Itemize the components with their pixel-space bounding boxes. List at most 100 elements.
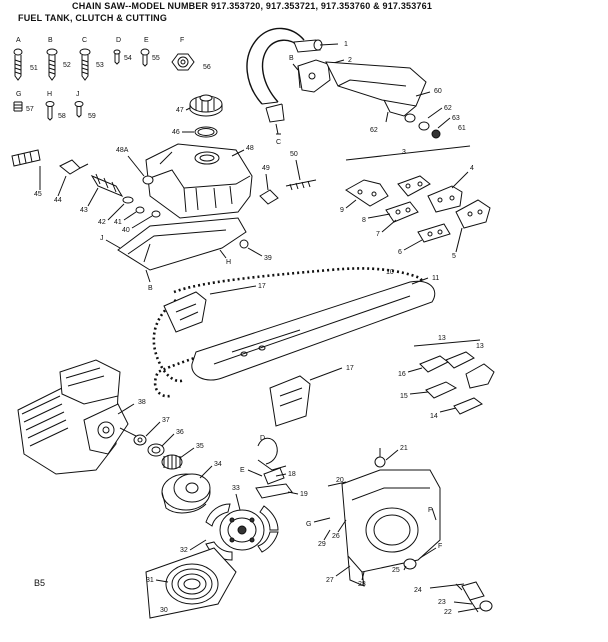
clutch-cover: 21 F 26 G 29 27 28 25 F xyxy=(306,445,442,588)
part-20-label: 20 xyxy=(336,477,344,484)
part-55-label: 55 xyxy=(152,55,160,62)
chain-adjuster: 24 23 22 xyxy=(414,581,493,616)
part-36-label: 36 xyxy=(176,429,184,436)
diagram-title: CHAIN SAW--MODEL NUMBER 917.353720, 917.… xyxy=(72,1,433,11)
brake-linkage: D E 18 19 20 xyxy=(240,435,347,499)
part-18-label: 18 xyxy=(288,471,296,478)
screw-j-icon xyxy=(74,101,84,118)
engine-block: 38 xyxy=(17,359,146,475)
part-13-label: 13 xyxy=(438,335,446,342)
part-23-label: 23 xyxy=(438,599,446,606)
part-1-label: 1 xyxy=(344,41,348,48)
fuel-cap-group: 47 46 xyxy=(172,94,223,138)
hw-letter-a: A xyxy=(16,37,21,44)
hw-letter-h: H xyxy=(47,91,52,98)
brake-ref-d: D xyxy=(260,435,265,442)
screw-a-icon xyxy=(13,48,23,81)
part-39-label: 39 xyxy=(264,255,272,262)
part-14-label: 14 xyxy=(430,413,438,420)
hardware-small-row: G H J 57 58 59 xyxy=(13,91,96,121)
part-49-label: 49 xyxy=(262,165,270,172)
part-28-label: 28 xyxy=(358,581,366,588)
part-51-label: 51 xyxy=(30,65,38,72)
part-54-label: 54 xyxy=(124,55,132,62)
hw-letter-j: J xyxy=(76,91,80,98)
screw-b-icon xyxy=(46,48,58,81)
part-22-label: 22 xyxy=(444,609,452,616)
part-52-label: 52 xyxy=(63,62,71,69)
part-48-label: 48 xyxy=(246,145,254,152)
part-19-label: 19 xyxy=(300,491,308,498)
cover-ref-g: G xyxy=(306,521,311,528)
part-35-label: 35 xyxy=(196,443,204,450)
part-61-label: 61 xyxy=(458,125,466,132)
cover-ref-f2: F xyxy=(438,543,442,550)
part-3-label: 3 xyxy=(402,149,406,156)
part-33-label: 33 xyxy=(232,485,240,492)
part-5-label: 5 xyxy=(452,253,456,260)
part-41-label: 41 xyxy=(114,219,122,226)
tank-ref-j: J xyxy=(100,235,104,242)
fuel-line-group: 45 44 43 42 41 40 xyxy=(11,149,161,234)
page-code: B5 xyxy=(34,578,46,588)
chain-parts-group-3: 3 4 9 8 7 6 5 xyxy=(340,145,491,260)
part-29-label: 29 xyxy=(318,541,326,548)
part-40-label: 40 xyxy=(122,227,130,234)
nut-f-icon xyxy=(171,53,195,71)
screw-h-icon xyxy=(45,101,55,121)
tank-ref-h: H xyxy=(226,259,231,266)
part-45-label: 45 xyxy=(34,191,42,198)
part-32-label: 32 xyxy=(180,547,188,554)
part-57-label: 57 xyxy=(26,106,34,113)
part-47-label: 47 xyxy=(176,107,184,114)
tank-ref-b: B xyxy=(148,285,153,292)
part-63-label: 63 xyxy=(452,115,460,122)
part-62-label: 62 xyxy=(370,127,378,134)
part-43-label: 43 xyxy=(80,207,88,214)
screw-c-icon xyxy=(79,48,91,81)
hardware-screws-row: A B C D E F 51 52 53 xyxy=(13,37,211,81)
hw-letter-e: E xyxy=(144,37,149,44)
part-17a-label: 17 xyxy=(258,283,266,290)
chain-links-group-13: 13 13 16 15 14 xyxy=(398,335,495,420)
hw-letter-b: B xyxy=(48,37,53,44)
front-handle-assembly: 1 C 2 B 60 62 62 63 61 xyxy=(246,27,466,146)
part-42-label: 42 xyxy=(98,219,106,226)
screw-e-icon xyxy=(140,48,150,67)
part-31-label: 31 xyxy=(146,577,154,584)
part-50-label: 50 xyxy=(290,151,298,158)
handle-ref-c: C xyxy=(276,139,281,146)
brake-ref-e: E xyxy=(240,467,245,474)
cover-ref-f: F xyxy=(428,507,432,514)
guide-bar-and-chain: 10 11 17 17 xyxy=(152,267,439,427)
spring-g-icon xyxy=(13,101,23,112)
part-59-label: 59 xyxy=(88,113,96,120)
handle-ref-b: B xyxy=(289,55,294,62)
part-46-label: 46 xyxy=(172,129,180,136)
part-53-label: 53 xyxy=(96,62,104,69)
part-38-label: 38 xyxy=(138,399,146,406)
part-21-label: 21 xyxy=(400,445,408,452)
part-56-label: 56 xyxy=(203,64,211,71)
hw-letter-d: D xyxy=(116,37,121,44)
clutch-assembly: 37 36 35 34 xyxy=(133,417,222,514)
part-44-label: 44 xyxy=(54,197,62,204)
fuel-tank-group: 48 48A J H B 39 xyxy=(100,143,272,292)
part-11-label: 11 xyxy=(432,275,439,282)
recoil-spring-plate: 31 30 xyxy=(145,547,237,619)
tank-hardware-49-50: 49 50 xyxy=(259,151,317,205)
part-48a-label: 48A xyxy=(116,147,129,154)
part-10-label: 10 xyxy=(386,269,394,276)
diagram-subtitle: FUEL TANK, CLUTCH & CUTTING xyxy=(18,13,168,23)
part-62b-label: 62 xyxy=(444,105,452,112)
part-26-label: 26 xyxy=(332,533,340,540)
screw-d-icon xyxy=(113,49,121,65)
clutch-shoes: 33 32 xyxy=(180,485,279,561)
hw-letter-c: C xyxy=(82,37,87,44)
part-15-label: 15 xyxy=(400,393,408,400)
part-2-label: 2 xyxy=(348,57,352,64)
part-4-label: 4 xyxy=(470,165,474,172)
part-16-label: 16 xyxy=(398,371,406,378)
part-24-label: 24 xyxy=(414,587,422,594)
